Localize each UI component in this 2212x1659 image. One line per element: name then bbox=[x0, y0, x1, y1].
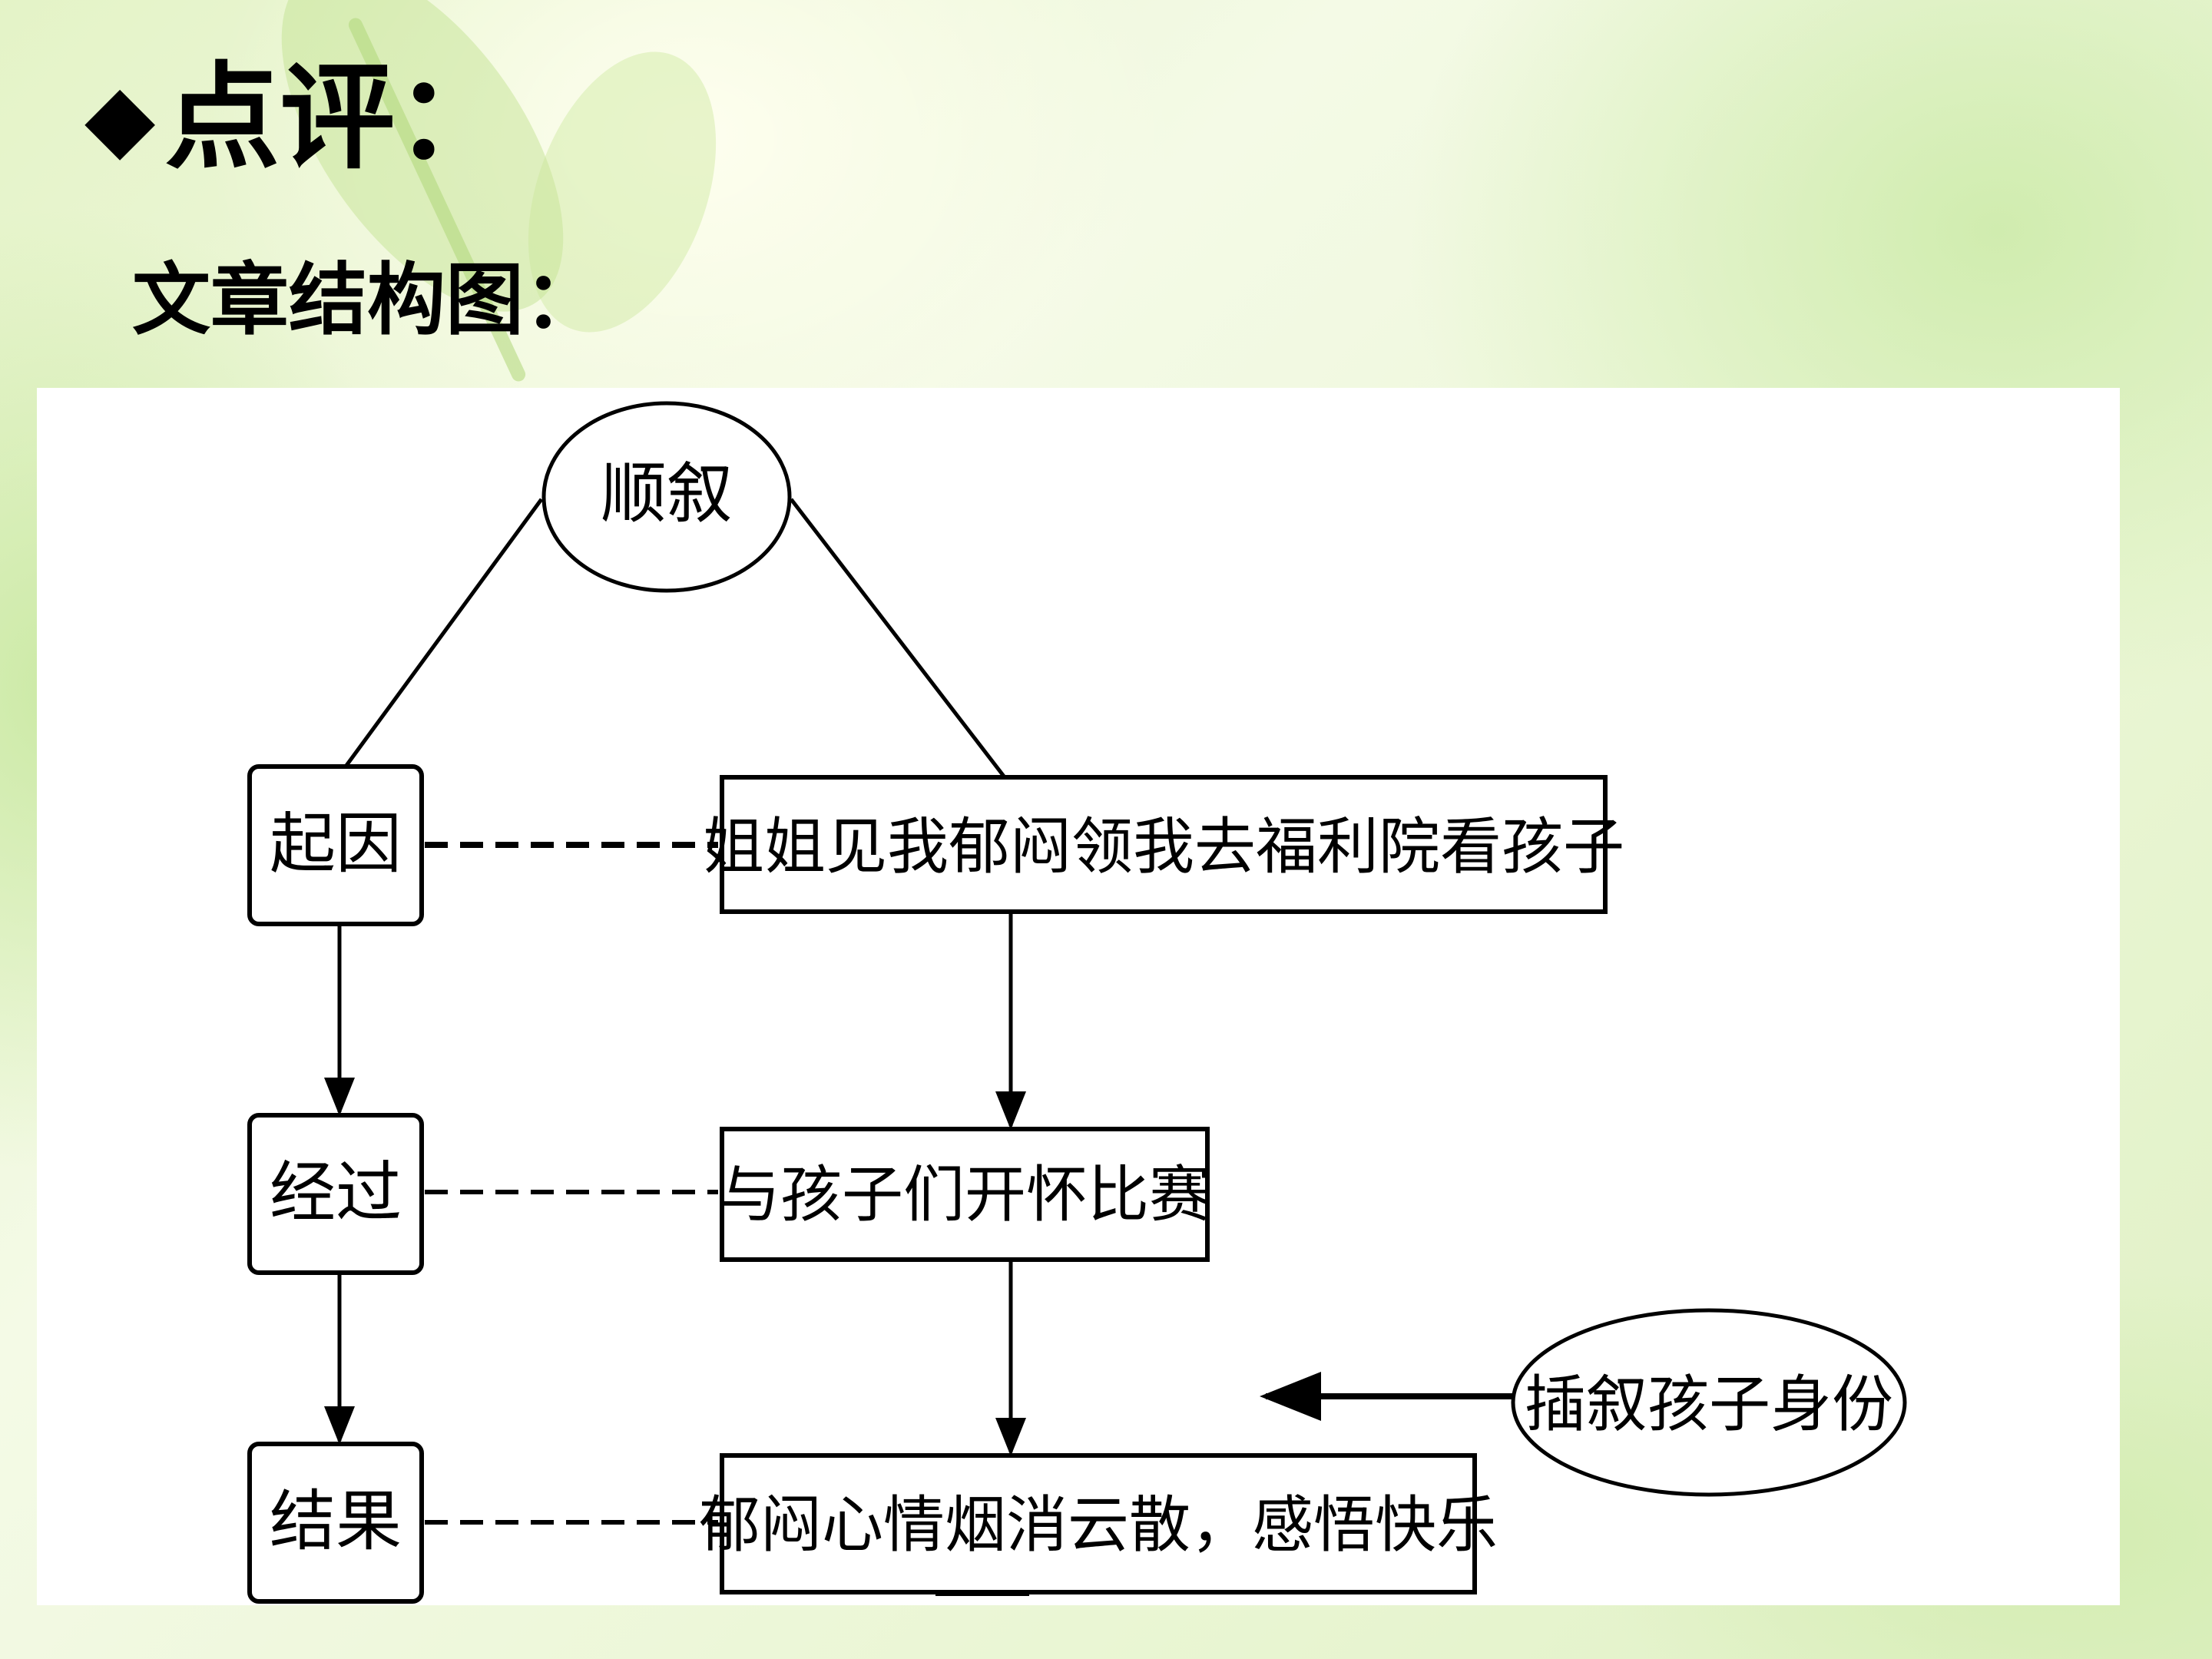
top-node-label: 顺叙 bbox=[601, 455, 733, 532]
event-text-cause: 姐姐见我郁闷领我去福利院看孩子 bbox=[703, 811, 1624, 882]
diamond-bullet-icon: ◆ bbox=[84, 63, 156, 171]
stage-label-process: 经过 bbox=[270, 1154, 402, 1231]
stage-box-cause bbox=[247, 764, 424, 926]
event-box-result bbox=[720, 1453, 1477, 1594]
slide-title: ◆ 点评： bbox=[84, 60, 510, 175]
stage-label-cause: 起因 bbox=[270, 806, 402, 882]
branch-line-right bbox=[790, 498, 1006, 779]
top-node-oval bbox=[541, 401, 792, 593]
event-text-process: 与孩子们开怀比赛 bbox=[719, 1159, 1210, 1230]
side-note-label: 插叙孩子身份 bbox=[1525, 1369, 1893, 1440]
event-box-cause bbox=[720, 775, 1608, 914]
side-note-oval bbox=[1511, 1308, 1907, 1497]
stage-label-result: 结果 bbox=[270, 1483, 402, 1560]
event-text-result: 郁闷心情烟消云散，感悟快乐 bbox=[699, 1489, 1498, 1561]
branch-line-left bbox=[343, 498, 544, 768]
slide-subtitle: 文章结构图： bbox=[132, 254, 602, 346]
event-box-process bbox=[720, 1127, 1210, 1262]
slide-title-text: 点评： bbox=[164, 50, 511, 185]
